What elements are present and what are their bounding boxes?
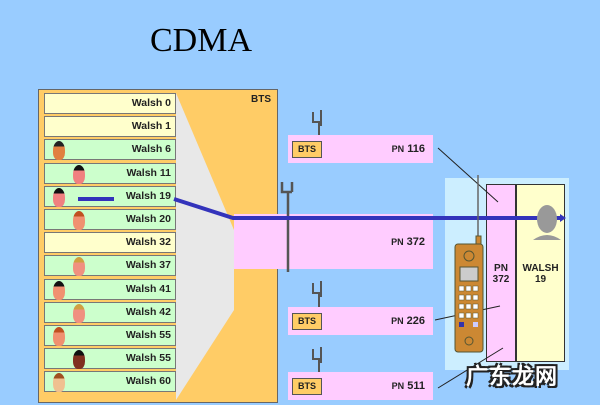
walsh-label: Walsh 19	[125, 189, 171, 202]
walsh-row: Walsh 20	[44, 208, 176, 230]
pn-prefix: PN	[391, 381, 405, 391]
walsh-label: Walsh 20	[125, 212, 171, 225]
pn-channel-372: PN 372	[234, 214, 433, 269]
pn-channel-511: BTS PN 511	[288, 372, 433, 400]
user-face-icon	[73, 257, 85, 277]
walsh-label: Walsh 37	[125, 259, 171, 272]
walsh-row: Walsh 55	[44, 348, 176, 370]
signal-arrowhead	[560, 214, 566, 222]
mobile-pn-value: 372	[492, 274, 510, 285]
walsh-label: Walsh 42	[125, 305, 171, 318]
walsh-label: Walsh 11	[126, 166, 171, 179]
signal-line	[78, 197, 560, 220]
walsh-label: Walsh 55	[125, 352, 171, 365]
walsh-label: Walsh 55	[125, 328, 171, 341]
walsh-row: Walsh 42	[44, 301, 176, 323]
watermark: 广东龙网	[466, 364, 559, 389]
pn-prefix: PN	[391, 144, 405, 154]
mobile-walsh-value: 19	[534, 274, 547, 285]
user-face-icon	[53, 373, 65, 393]
walsh-row: Walsh 19	[44, 185, 176, 207]
bts-chip: BTS	[292, 141, 322, 158]
antenna-icon	[312, 347, 322, 372]
walsh-label: Walsh 1	[131, 120, 171, 133]
walsh-label: Walsh 41	[125, 282, 171, 295]
user-face-icon	[73, 164, 85, 184]
antenna-icon	[312, 281, 322, 307]
walsh-label: Walsh 60	[125, 375, 171, 388]
antenna-icon	[312, 110, 322, 135]
user-silhouette-icon	[533, 205, 561, 240]
pn-value: 116	[407, 143, 425, 155]
user-face-icon	[53, 141, 65, 161]
walsh-row: Walsh 37	[44, 255, 176, 277]
pn-value: 511	[407, 380, 425, 392]
mobile-pn-column: PN 372	[486, 184, 516, 362]
walsh-row: Walsh 60	[44, 371, 176, 393]
mobile-pn-label: PN	[494, 263, 508, 274]
walsh-row: Walsh 41	[44, 278, 176, 300]
diagram-title: CDMA	[150, 22, 253, 59]
user-face-icon	[53, 326, 65, 346]
walsh-code-list: Walsh 0 Walsh 1 Walsh 6 Walsh 11 Walsh 19 Wal…	[44, 93, 176, 394]
bts-chip: BTS	[292, 378, 322, 395]
walsh-row: Walsh 32	[44, 232, 176, 254]
user-face-icon	[53, 187, 65, 207]
walsh-label: Walsh 0	[131, 97, 171, 109]
pn-value: 226	[406, 315, 425, 327]
pn-prefix: PN	[391, 237, 404, 247]
funnel-shape	[176, 93, 234, 400]
mobile-walsh-label: WALSH	[522, 263, 559, 274]
pn-channel-226: BTS PN 226	[288, 307, 433, 335]
mobile-phone-icon	[454, 175, 484, 353]
main-antenna-icon	[280, 182, 294, 272]
user-face-icon	[73, 303, 85, 323]
user-face-icon	[73, 350, 85, 370]
walsh-row: Walsh 6	[44, 139, 176, 161]
user-face-icon	[53, 280, 65, 300]
pn-prefix: PN	[391, 316, 404, 326]
pn-value: 372	[406, 236, 425, 248]
walsh-label: Walsh 32	[125, 236, 171, 249]
bts-panel-label: BTS	[251, 94, 271, 105]
walsh-row: Walsh 1	[44, 116, 176, 138]
walsh-row: Walsh 55	[44, 324, 176, 346]
walsh-label: Walsh 6	[131, 143, 171, 156]
user-face-icon	[73, 210, 85, 230]
walsh-row: Walsh 0	[44, 93, 176, 114]
pn-channel-116: BTS PN 116	[288, 135, 433, 163]
walsh-row: Walsh 11	[44, 162, 176, 184]
bts-chip: BTS	[292, 313, 322, 330]
